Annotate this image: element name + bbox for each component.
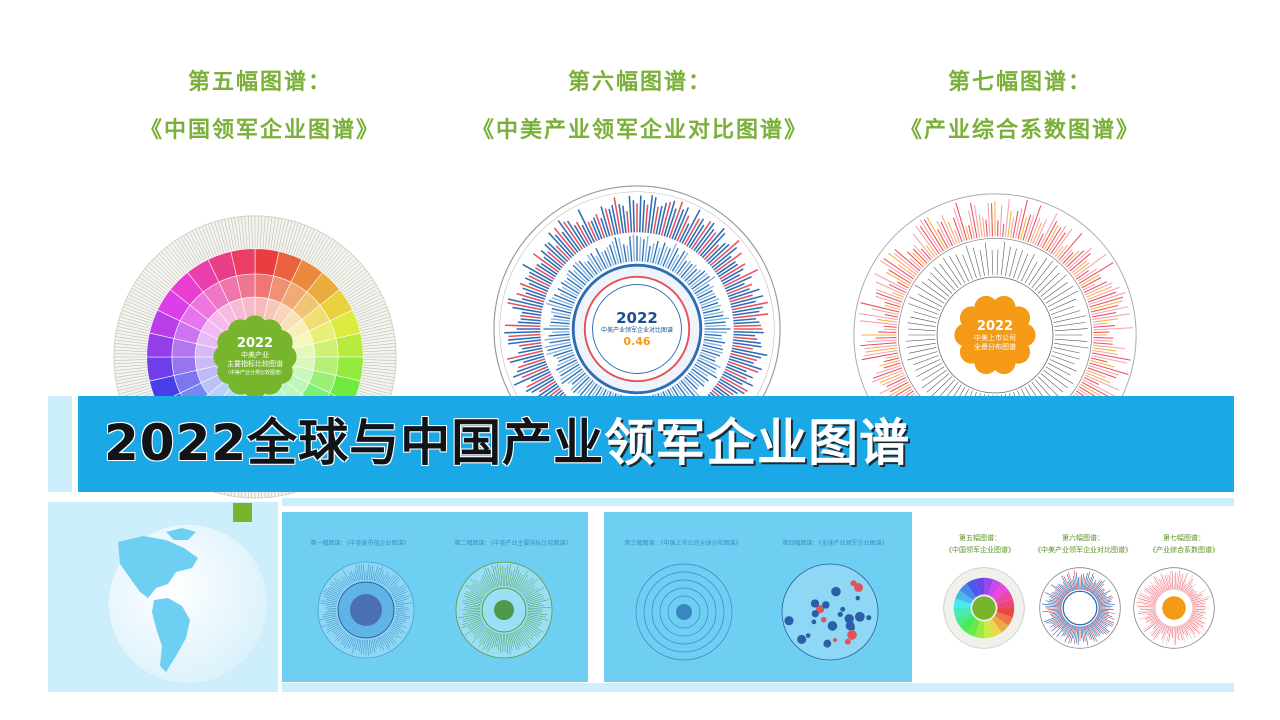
thumb3-title: 第三幅图谱：《中国上市公司全球分布图谱》 bbox=[624, 540, 742, 547]
chart6-title-line1: 第六幅图谱： bbox=[567, 70, 712, 95]
divider-line-top bbox=[282, 498, 1234, 506]
chart5-center-line2: 主要指标比较图谱 bbox=[227, 360, 283, 368]
thumb5-title: 第五幅图谱： 《中国领军企业图谱》 bbox=[934, 534, 1026, 554]
thumb5-title-line2: 《中国领军企业图谱》 bbox=[945, 546, 1015, 554]
chart7-title-line2: 《产业综合系数图谱》 bbox=[899, 118, 1140, 143]
thumb2-wheel bbox=[454, 560, 554, 660]
thumb4-wheel bbox=[780, 562, 880, 662]
chart7-center: 2022 中美上市公司 全景分布图谱 bbox=[955, 295, 1035, 375]
divider-line-bottom bbox=[282, 683, 1234, 692]
thumb7-title-line2: 《产业综合系数图谱》 bbox=[1149, 546, 1219, 554]
chart5-center-year: 2022 bbox=[236, 336, 274, 351]
chart5-title: 第五幅图谱： 《中国领军企业图谱》 bbox=[70, 66, 450, 148]
globe-panel bbox=[48, 502, 278, 692]
thumb4-title: 第四幅图谱：《全球产业领军企业图谱》 bbox=[782, 540, 888, 547]
chart6-center-line1: 中美产业领军企业对比图谱 bbox=[600, 326, 673, 334]
chart7-title: 第七幅图谱： 《产业综合系数图谱》 bbox=[830, 66, 1210, 148]
banner-left-strip bbox=[48, 396, 72, 492]
thumb1-wheel bbox=[316, 560, 416, 660]
thumbnail-panel-1: 第一幅图谱：《中美高市值企业图谱》 第二幅图谱：《中美产业主要指标比较图谱》 bbox=[282, 512, 588, 682]
thumb5-wheel bbox=[942, 566, 1026, 650]
chart5-title-line1: 第五幅图谱： bbox=[187, 70, 332, 95]
chart6-center: 2022 中美产业领军企业对比图谱 0.46 bbox=[592, 289, 682, 369]
thumb7-title: 第七幅图谱： 《产业综合系数图谱》 bbox=[1138, 534, 1230, 554]
thumb3-wheel bbox=[634, 562, 734, 662]
chart5-center-line3: （中美产业分类比较图谱） bbox=[224, 370, 285, 376]
thumb6-wheel bbox=[1038, 566, 1122, 650]
thumbnail-panel-3: 第五幅图谱： 《中国领军企业图谱》 第六幅图谱： 《中美产业领军企业对比图谱》 … bbox=[928, 520, 1234, 680]
chart5-center-line1: 中美产业 bbox=[241, 351, 269, 359]
chart7-center-line1: 中美上市公司 bbox=[974, 333, 1016, 342]
chart7-title-line1: 第七幅图谱： bbox=[947, 70, 1092, 95]
thumb7-title-line1: 第七幅图谱： bbox=[1163, 534, 1205, 542]
banner-title-dark: 2022全球与中国产业 bbox=[104, 414, 605, 472]
accent-green-square bbox=[233, 503, 252, 522]
thumb6-title-line1: 第六幅图谱： bbox=[1062, 534, 1104, 542]
thumb6-title: 第六幅图谱： 《中美产业领军企业对比图谱》 bbox=[1032, 534, 1134, 554]
banner-title-white: 领军企业图谱 bbox=[604, 414, 911, 472]
thumb1-title: 第一幅图谱：《中美高市值企业图谱》 bbox=[310, 540, 410, 547]
thumbnail-panel-2: 第三幅图谱：《中国上市公司全球分布图谱》 第四幅图谱：《全球产业领军企业图谱》 bbox=[604, 512, 912, 682]
banner-title: 2022全球与中国产业领军企业图谱 bbox=[104, 412, 910, 474]
title-banner bbox=[78, 396, 1234, 492]
chart5-center: 2022 中美产业 主要指标比较图谱 （中美产业分类比较图谱） bbox=[215, 317, 295, 397]
chart6-title-line2: 《中美产业领军企业对比图谱》 bbox=[471, 118, 808, 143]
chart6-center-value: 0.46 bbox=[623, 334, 651, 348]
chart5-title-line2: 《中国领军企业图谱》 bbox=[139, 118, 380, 143]
thumb7-wheel bbox=[1132, 566, 1216, 650]
chart7-center-year: 2022 bbox=[976, 318, 1014, 334]
chart6-center-year: 2022 bbox=[616, 308, 658, 327]
thumb2-title: 第二幅图谱：《中美产业主要指标比较图谱》 bbox=[454, 540, 572, 547]
chart6-title: 第六幅图谱： 《中美产业领军企业对比图谱》 bbox=[450, 66, 830, 148]
chart7-center-line2: 全景分布图谱 bbox=[974, 342, 1016, 351]
thumb5-title-line1: 第五幅图谱： bbox=[959, 534, 1001, 542]
thumb6-title-line2: 《中美产业领军企业对比图谱》 bbox=[1034, 546, 1132, 554]
globe-icon bbox=[107, 523, 269, 685]
